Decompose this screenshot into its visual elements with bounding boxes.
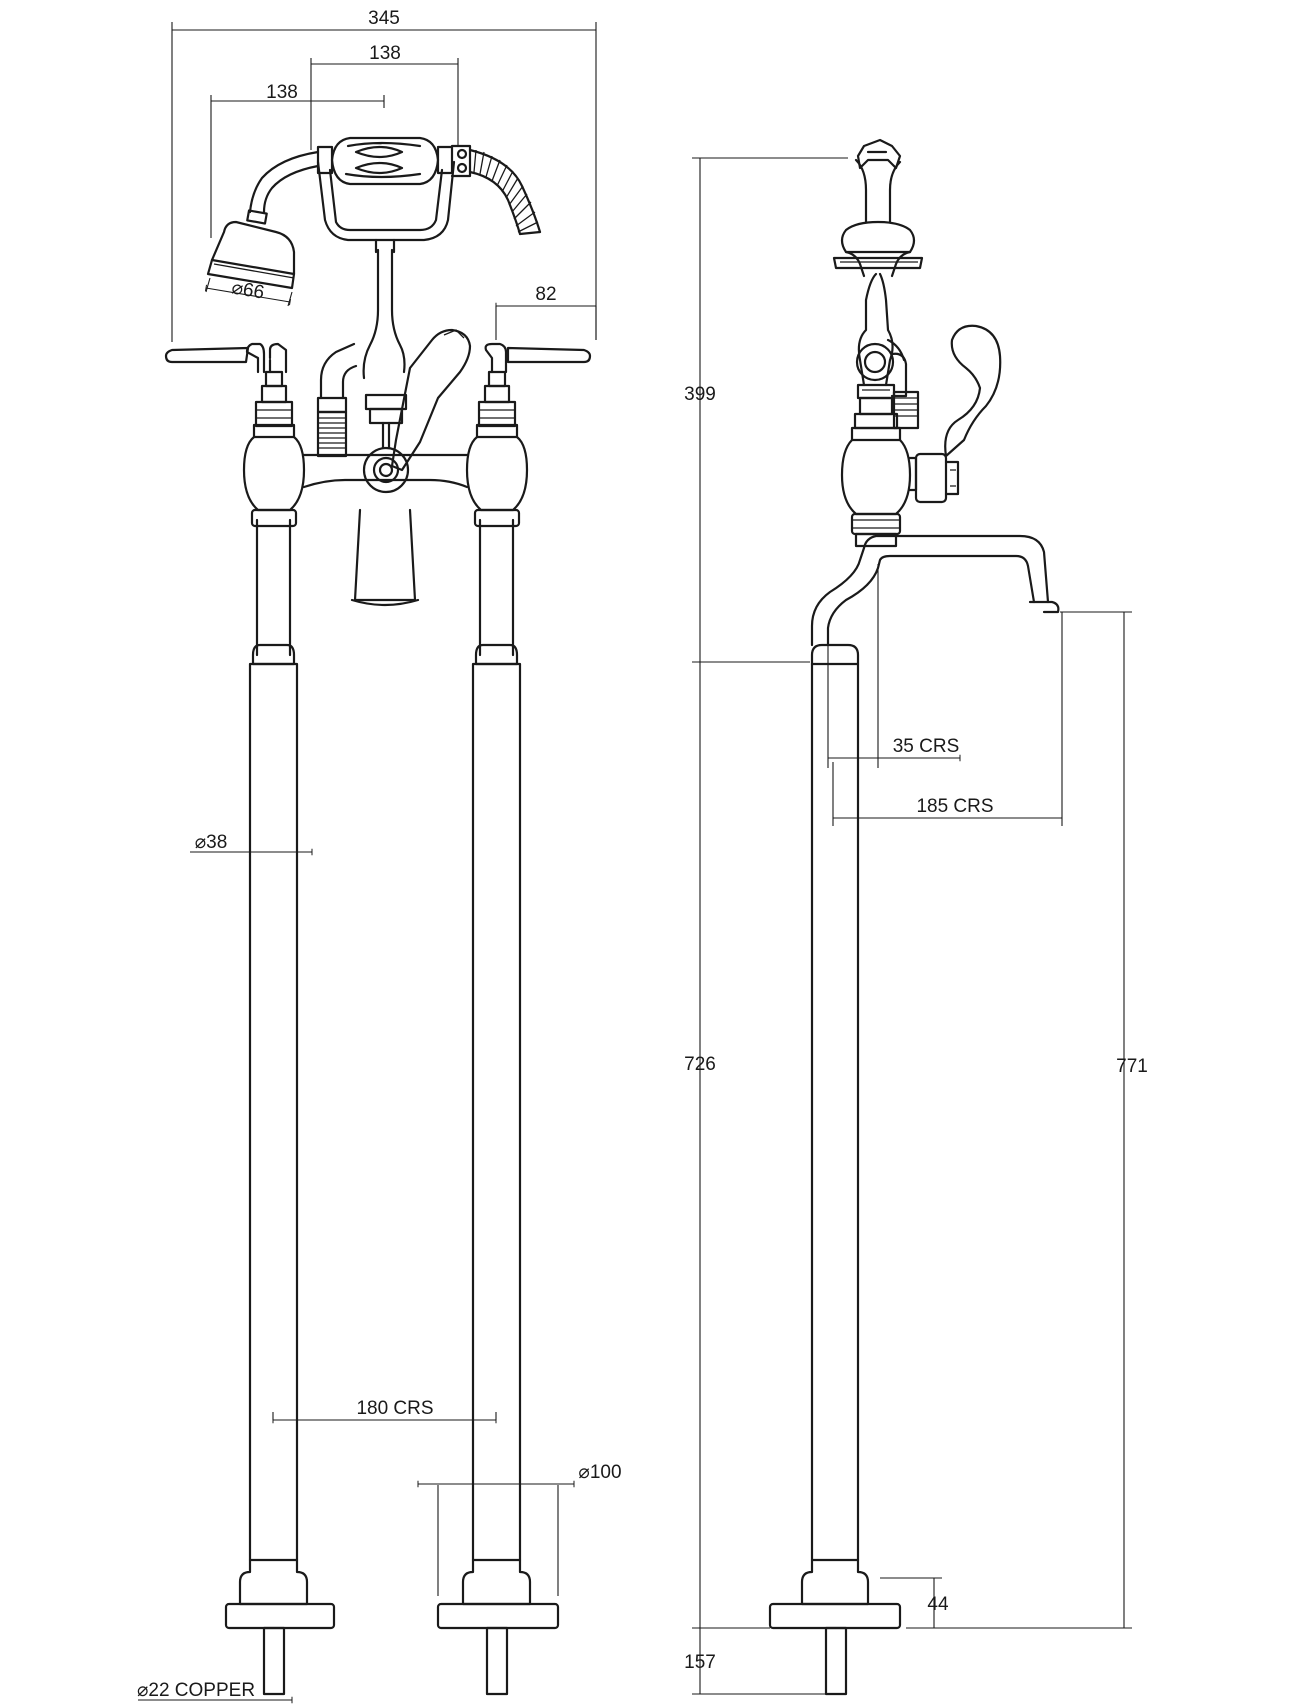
left-leg [224, 518, 336, 1696]
tap-body [242, 423, 529, 607]
side-riser [853, 272, 920, 430]
central-pillar [362, 248, 472, 472]
right-lever-tap [477, 342, 592, 428]
right-leg [436, 518, 560, 1696]
side-shower-head [832, 138, 924, 278]
dim-shower-head: ⌀66 [230, 277, 266, 303]
dim-body-height: 399 [684, 384, 716, 405]
side-view: 399 726 157 44 771 35 CRS 185 CRS [684, 138, 1148, 1696]
hose-connector [316, 342, 358, 458]
dim-leg-centres: 180 CRS [356, 1398, 433, 1419]
coiled-hose [468, 148, 542, 236]
dim-base-diameter: ⌀100 [578, 1462, 621, 1483]
dim-inlet-length: 157 [684, 1652, 716, 1673]
dim-inlet: ⌀22 COPPER [137, 1680, 255, 1701]
dim-leg-height: 726 [684, 1054, 716, 1075]
dim-handset-width: 138 [266, 82, 298, 103]
side-dimensions: 399 726 157 44 771 35 CRS 185 CRS [684, 157, 1148, 1695]
front-dimensions: 345 138 138 ⌀66 82 ⌀38 180 CRS [137, 8, 622, 1704]
side-leg [768, 643, 902, 1696]
dim-lever-offset: 82 [535, 284, 556, 305]
side-spout [810, 534, 1060, 647]
shower-handset [316, 136, 472, 186]
handset-cradle [316, 160, 456, 254]
dim-spout-offset-small: 35 CRS [893, 736, 960, 757]
dim-overall-width: 345 [368, 8, 400, 29]
dim-spout-offset-large: 185 CRS [916, 796, 993, 817]
dim-cradle-width: 138 [369, 43, 401, 64]
shower-head [206, 150, 320, 290]
dim-leg-diameter: ⌀38 [195, 832, 228, 853]
dim-spout-height: 771 [1116, 1056, 1148, 1077]
left-lever-tap [164, 342, 294, 428]
side-body [840, 324, 1002, 548]
front-view: 345 138 138 ⌀66 82 ⌀38 180 CRS [137, 8, 622, 1704]
dim-base-height: 44 [927, 1594, 949, 1615]
